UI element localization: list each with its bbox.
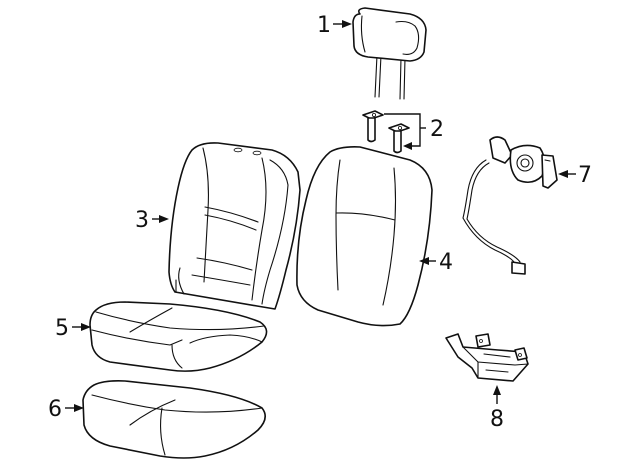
- callout-3: 3: [135, 208, 149, 233]
- seat-bracket-icon: [445, 333, 529, 382]
- callout-2: 2: [430, 117, 444, 142]
- callout-4: 4: [439, 250, 453, 275]
- callout-8: 8: [490, 407, 504, 432]
- headrest-icon: [352, 7, 427, 100]
- callout-6: 6: [48, 397, 62, 422]
- seat-cushion-pad-icon: [82, 380, 266, 459]
- callout-5: 5: [55, 316, 69, 341]
- callout-1: 1: [317, 13, 331, 38]
- seat-back-frame-icon: [168, 142, 301, 310]
- callout-7: 7: [578, 163, 592, 188]
- seat-cushion-frame-icon: [89, 301, 268, 372]
- seat-back-cushion-icon: [296, 146, 433, 327]
- headrest-guide-icon: [362, 110, 410, 154]
- leader-lines: [65, 20, 576, 412]
- recliner-motor-harness-icon: [462, 136, 558, 275]
